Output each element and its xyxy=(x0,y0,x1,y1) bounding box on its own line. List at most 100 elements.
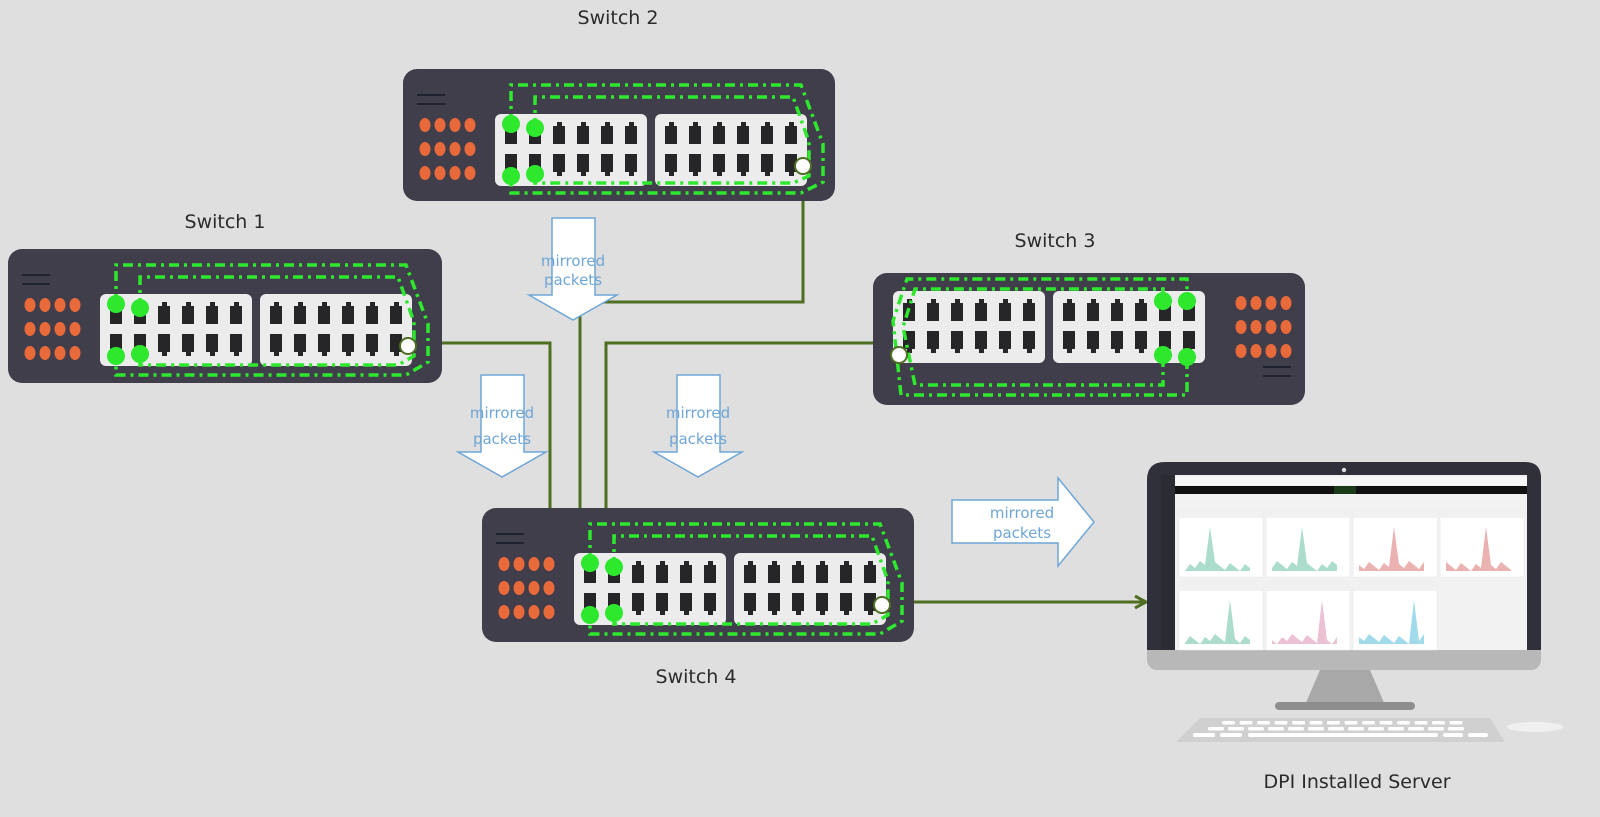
mirror-path xyxy=(612,534,890,626)
arrow-right-line2: packets xyxy=(993,524,1051,542)
mirrored-arrow-right: mirrored packets xyxy=(951,475,1095,569)
mirror-path xyxy=(901,287,1165,387)
arrow-mid-line2: packets xyxy=(669,430,727,448)
status-led xyxy=(1280,296,1292,310)
keyboard-key xyxy=(1328,727,1344,731)
mirrored-port-dot xyxy=(581,606,599,624)
widget-header xyxy=(1179,582,1263,591)
widget-header xyxy=(1266,509,1350,518)
switch-2 xyxy=(403,69,835,201)
status-led xyxy=(419,166,431,180)
port-icon xyxy=(785,122,797,144)
port-icon xyxy=(390,334,402,356)
dashboard-screenshot xyxy=(1161,475,1527,651)
port-icon xyxy=(840,593,852,615)
mirrored-port-dot xyxy=(502,115,520,133)
mirror-path xyxy=(138,275,416,367)
span-port xyxy=(399,337,417,355)
server-label: DPI Installed Server xyxy=(1263,771,1450,793)
port-icon xyxy=(1087,331,1099,353)
status-led xyxy=(419,118,431,132)
port-icon xyxy=(1023,299,1035,321)
status-led xyxy=(1250,296,1262,310)
port-icon xyxy=(713,154,725,176)
port-icon xyxy=(785,154,797,176)
status-led xyxy=(543,605,555,619)
port-panel xyxy=(734,553,886,625)
mirrored-port-dot xyxy=(581,554,599,572)
port-icon xyxy=(294,334,306,356)
status-led xyxy=(1250,320,1262,334)
keyboard-key xyxy=(1208,727,1224,731)
status-led xyxy=(434,166,446,180)
mirror-path xyxy=(533,95,811,185)
keyboard-key xyxy=(1222,721,1235,725)
port-icon xyxy=(761,154,773,176)
port-icon xyxy=(577,122,589,144)
arrow-mid-line1: mirrored xyxy=(666,404,730,422)
port-panel xyxy=(655,114,807,186)
mirrored-arrow-top: mirrored packets xyxy=(526,217,620,321)
status-led xyxy=(434,118,446,132)
mirror-path xyxy=(891,277,1189,397)
keyboard-key xyxy=(1309,721,1323,725)
port-icon xyxy=(665,122,677,144)
port-panel xyxy=(893,291,1045,363)
widget-header xyxy=(1353,582,1437,591)
dashboard-topbar xyxy=(1175,477,1527,485)
arrow-right-line1: mirrored xyxy=(990,504,1054,522)
status-led xyxy=(513,605,525,619)
status-led xyxy=(24,346,36,360)
status-led xyxy=(498,557,510,571)
mirrored-port-dot xyxy=(1178,348,1196,366)
dashboard-widget xyxy=(1178,508,1264,578)
port-icon xyxy=(1111,299,1123,321)
port-icon xyxy=(342,302,354,324)
keyboard-key xyxy=(1288,727,1304,731)
port-icon xyxy=(577,154,589,176)
widget-header xyxy=(1266,582,1350,591)
port-icon xyxy=(689,122,701,144)
port-icon xyxy=(553,154,565,176)
port-icon xyxy=(816,561,828,583)
keyboard-key xyxy=(1379,721,1393,725)
port-icon xyxy=(601,154,613,176)
status-led xyxy=(54,298,66,312)
keyboard-key xyxy=(1468,733,1488,737)
keyboard-key xyxy=(1228,727,1244,731)
widget-chart xyxy=(1359,600,1424,644)
port-icon xyxy=(230,334,242,356)
keyboard-key xyxy=(1448,727,1464,731)
arrow-top-line2: packets xyxy=(544,271,602,289)
keyboard-key xyxy=(1220,733,1242,737)
switch3-label: Switch 3 xyxy=(1015,230,1096,252)
port-icon xyxy=(689,154,701,176)
widget-header xyxy=(1440,509,1524,518)
keyboard-key xyxy=(1239,721,1253,725)
port-icon xyxy=(999,331,1011,353)
status-led xyxy=(1235,320,1247,334)
port-icon xyxy=(318,334,330,356)
port-icon xyxy=(927,331,939,353)
status-led xyxy=(1280,320,1292,334)
keyboard-key xyxy=(1308,727,1324,731)
port-icon xyxy=(1135,299,1147,321)
status-led xyxy=(498,605,510,619)
port-icon xyxy=(951,331,963,353)
status-led xyxy=(434,142,446,156)
keyboard-key xyxy=(1348,727,1364,731)
port-icon xyxy=(206,334,218,356)
keyboard-key xyxy=(1449,721,1463,725)
port-icon xyxy=(206,302,218,324)
status-led xyxy=(543,581,555,595)
port-icon xyxy=(927,299,939,321)
keyboard-key xyxy=(1408,727,1424,731)
keyboard-key xyxy=(1248,727,1264,731)
link-switch2-to-switch4 xyxy=(578,190,805,515)
mirrored-port-dot xyxy=(605,558,623,576)
widget-header xyxy=(1353,509,1437,518)
mirrored-port-dot xyxy=(605,604,623,622)
switch1-label: Switch 1 xyxy=(185,211,266,233)
port-icon xyxy=(744,593,756,615)
